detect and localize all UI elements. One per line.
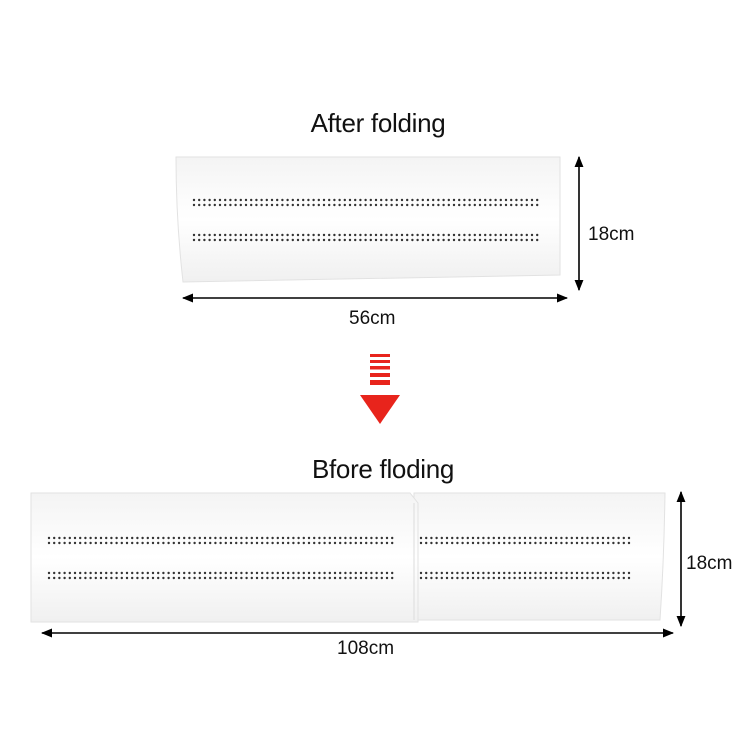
unfolded-panel: [30, 492, 666, 623]
folded-width-label: 56cm: [349, 308, 396, 329]
unfolded-height-label: 18cm: [686, 553, 733, 574]
striped-down-arrow-icon: [360, 354, 400, 424]
before-folding-title: Bfore floding: [311, 454, 455, 484]
unfolded-width-label: 108cm: [337, 638, 395, 659]
folded-vent-holes: [192, 198, 539, 242]
folded-height-label: 18cm: [588, 224, 635, 245]
after-folding-title: After folding: [310, 108, 446, 138]
folded-panel: [175, 156, 561, 283]
unfolded-vent-holes: [47, 536, 631, 580]
